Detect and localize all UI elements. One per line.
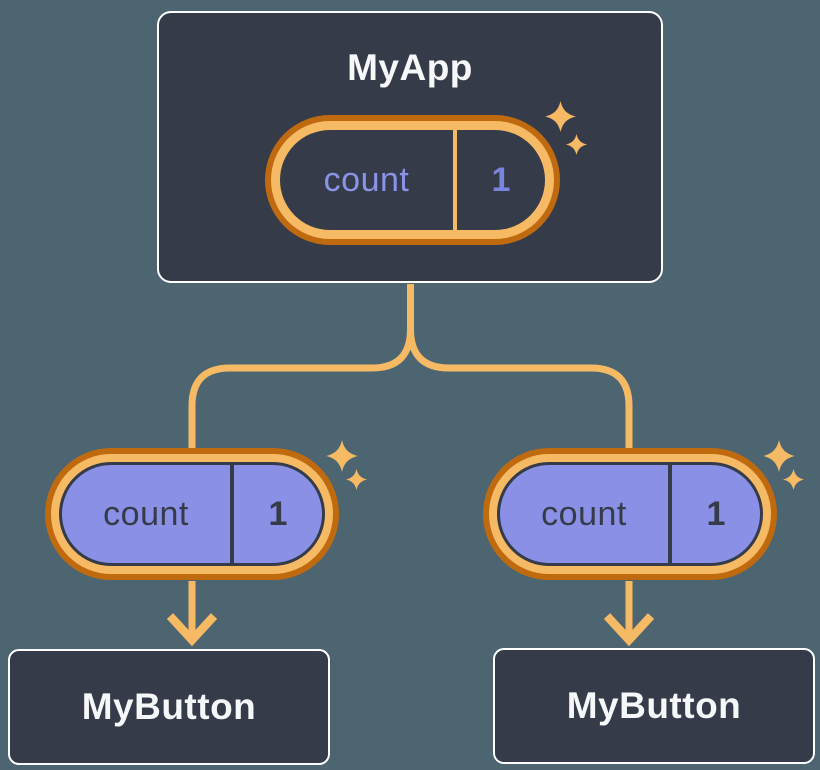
prop-pill-label: count xyxy=(103,494,189,533)
sparkle-icon xyxy=(566,134,587,155)
sparkle-icon xyxy=(783,469,804,490)
root-component-name: MyApp xyxy=(347,47,473,88)
prop-pill-left: count 1 xyxy=(45,448,339,580)
state-pill-label: count xyxy=(323,160,410,199)
pill-divider xyxy=(453,130,457,230)
branch-right-line xyxy=(407,284,633,449)
child-component-node-left: MyButton xyxy=(8,649,330,765)
child-component-node-right: MyButton xyxy=(493,648,815,764)
prop-pill-ring: count 1 xyxy=(489,454,771,574)
child-component-name: MyButton xyxy=(81,686,257,727)
branch-left-line xyxy=(188,284,414,449)
prop-pill-ring: count 1 xyxy=(51,454,333,574)
prop-pill-label: count xyxy=(541,494,627,533)
prop-pill-right: count 1 xyxy=(483,448,777,580)
root-component-node: MyApp count 1 xyxy=(157,11,663,283)
prop-pill-value: 1 xyxy=(706,494,726,533)
prop-pill-value: 1 xyxy=(268,494,288,533)
sparkle-icon xyxy=(346,469,367,490)
sparkle-icon xyxy=(545,101,576,132)
pill-divider xyxy=(230,465,234,563)
state-pill-ring: count 1 xyxy=(271,121,554,239)
sparkle-icon xyxy=(763,440,795,472)
state-pill-value: 1 xyxy=(491,160,511,199)
sparkle-icon xyxy=(326,440,358,472)
arrow-left-head xyxy=(166,613,218,647)
child-component-name: MyButton xyxy=(566,685,742,726)
state-pill: count 1 xyxy=(265,115,560,245)
arrow-right-head xyxy=(603,613,655,647)
pill-divider xyxy=(668,465,672,563)
